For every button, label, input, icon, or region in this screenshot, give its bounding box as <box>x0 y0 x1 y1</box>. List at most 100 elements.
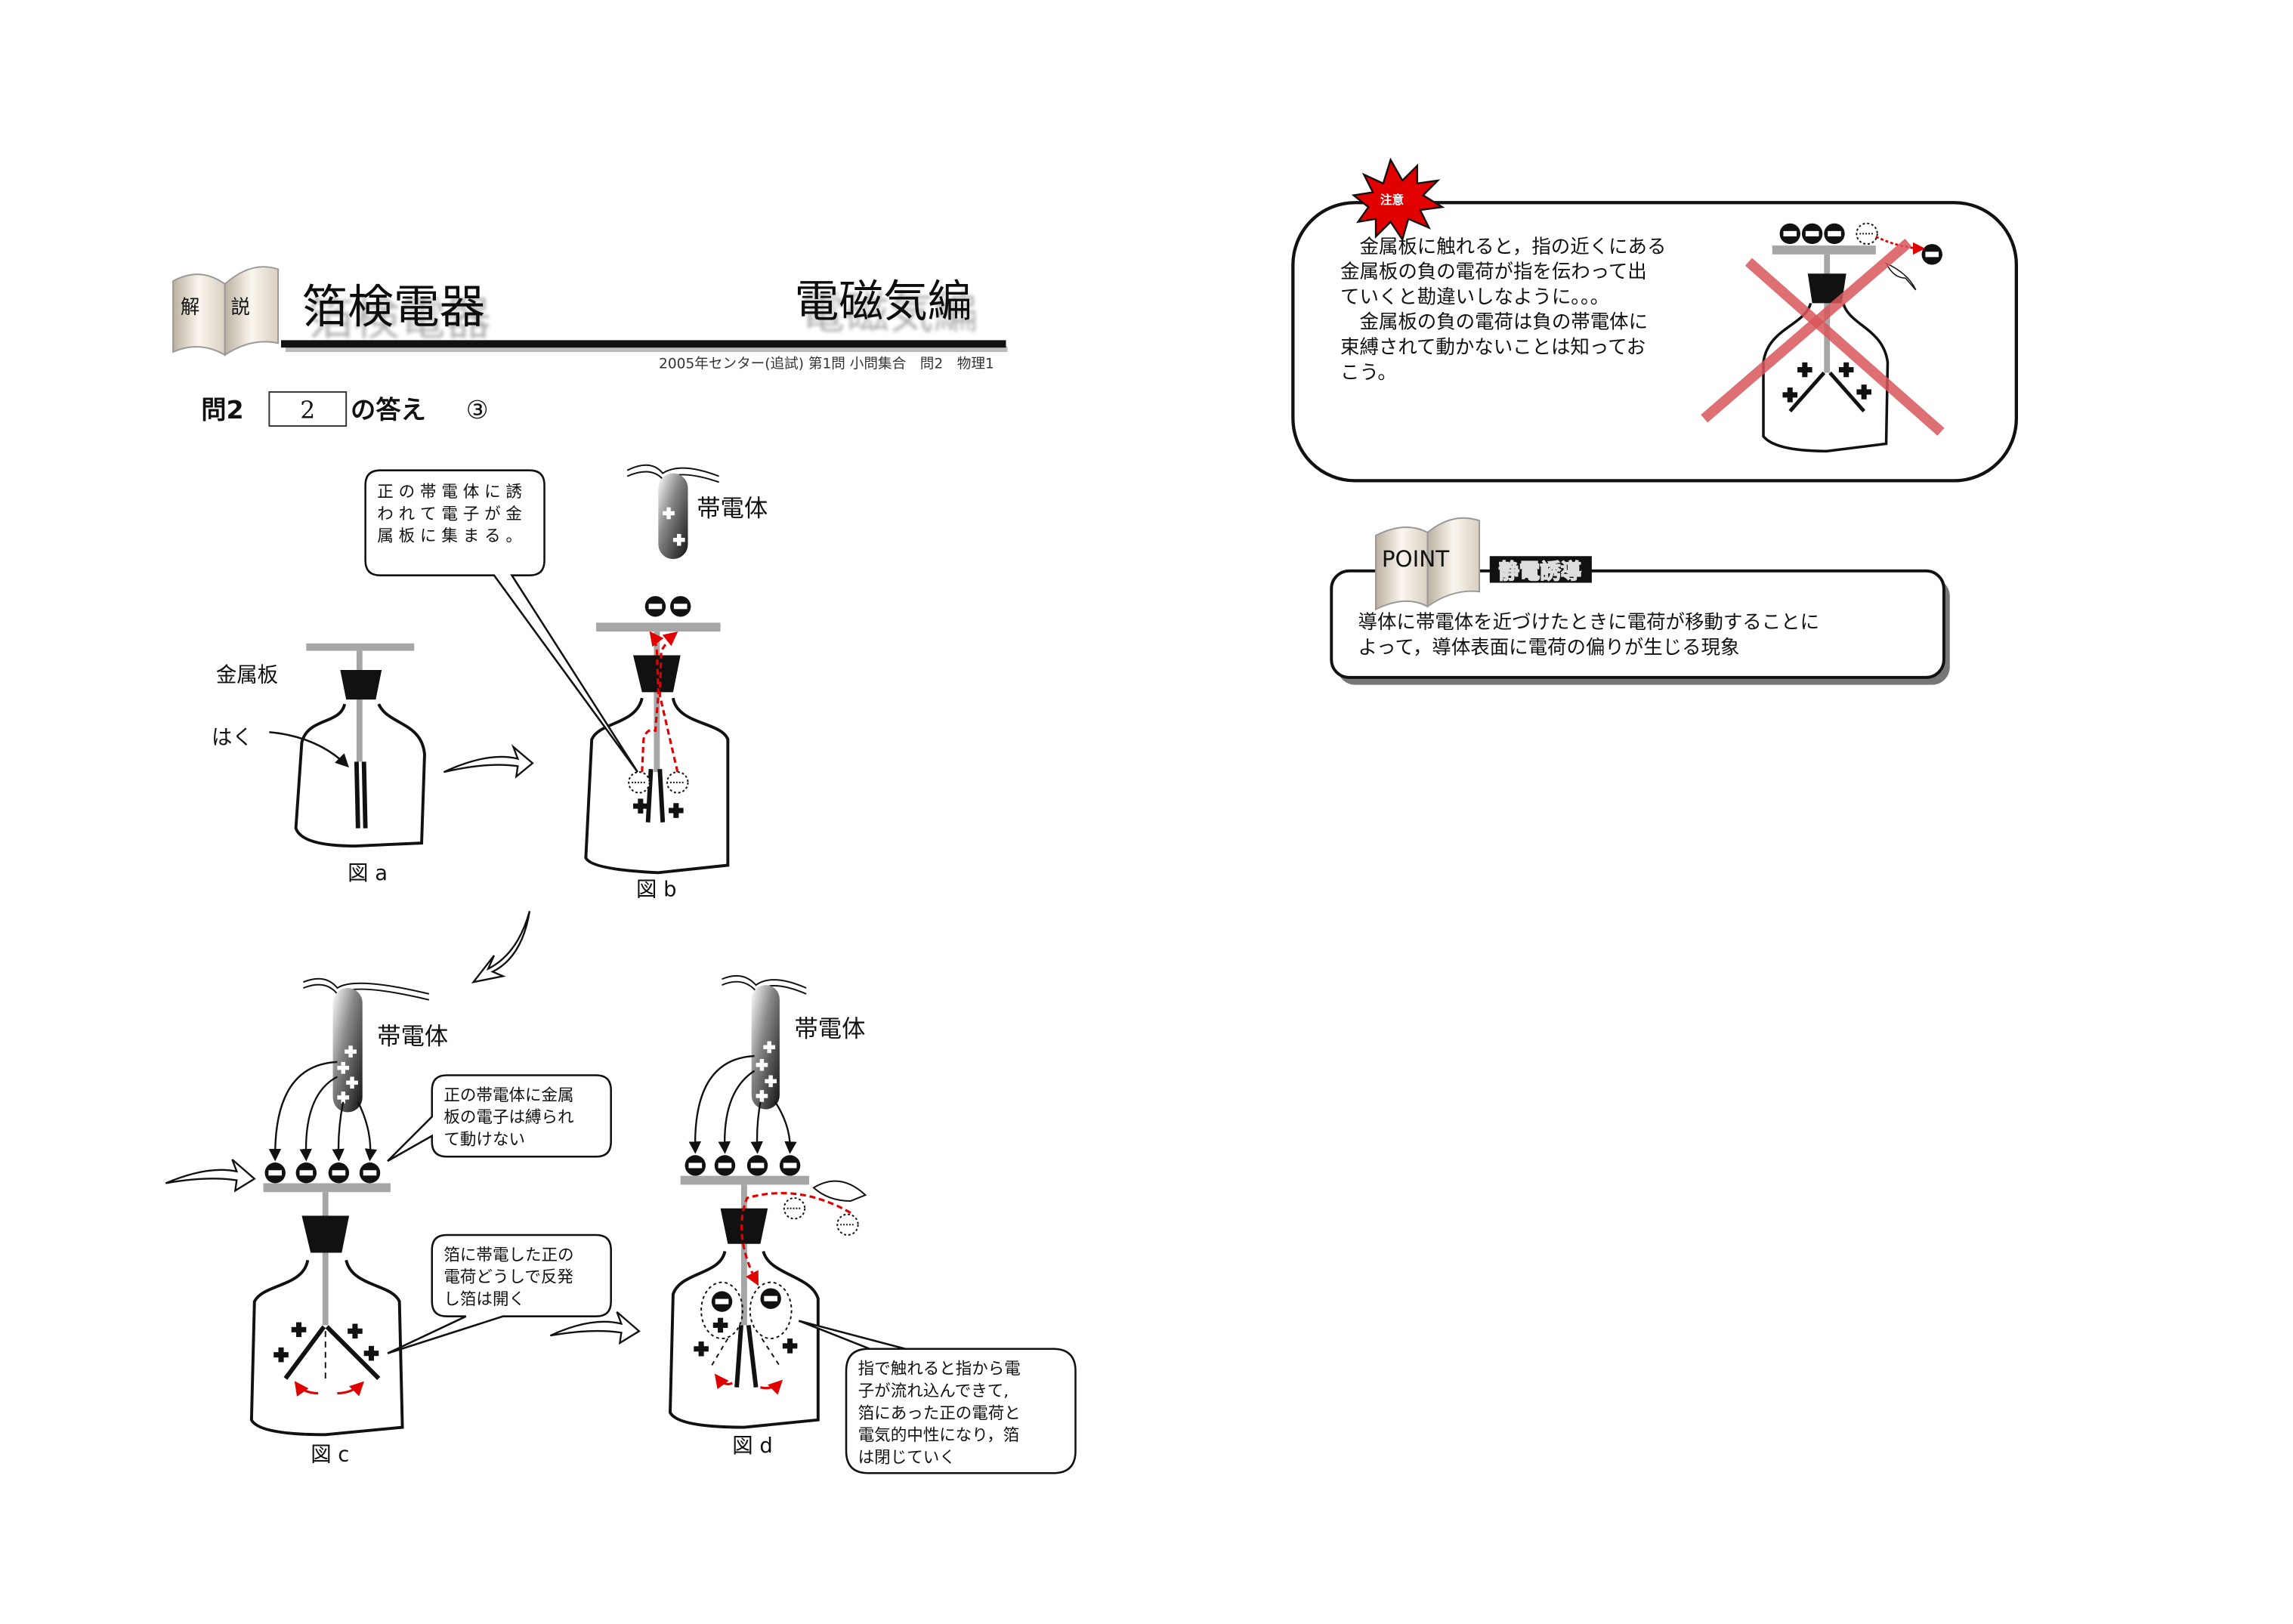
wire <box>626 464 719 477</box>
category-title: 電磁気編 <box>794 275 972 327</box>
dotted-minus-icon <box>836 1213 859 1236</box>
figure-a: 金属板 はく 図 a <box>212 643 426 885</box>
leaf <box>325 1325 381 1381</box>
closing-arrow <box>760 1379 783 1395</box>
callout-text: 箔に帯電した正の 電荷どうしで反発 し箔は開く <box>443 1246 579 1309</box>
caution-text: 金属板に触れると，指の近くにある 金属板の負の電荷が指を伝わって出 ていくと勘違… <box>1340 236 1673 384</box>
dotted-minus-icon <box>666 771 689 794</box>
plus-charge-icon <box>633 798 648 814</box>
step-arrow-icon <box>471 910 531 983</box>
stopper <box>720 1208 768 1244</box>
caution-frame <box>1291 201 2018 483</box>
repel-arrow <box>337 1381 364 1397</box>
step-arrow-icon <box>549 1311 641 1345</box>
point-frame <box>1330 569 1945 679</box>
previous-leaf-position <box>761 1338 782 1369</box>
minus-charge-icon <box>644 596 666 617</box>
plus-charge-icon <box>694 1341 709 1357</box>
attraction-arrows <box>688 1054 797 1154</box>
leaf <box>734 1325 743 1388</box>
minus-charge-icon <box>1921 244 1942 265</box>
finger-icon <box>1884 261 1917 291</box>
title-rule-shadow <box>285 346 1008 353</box>
leaf <box>354 761 360 829</box>
dotted-minus-icon <box>783 1197 806 1220</box>
stopper <box>340 670 382 700</box>
electron-path-arrow <box>641 631 664 773</box>
bottle <box>1762 302 1890 452</box>
metal-plate <box>1772 245 1876 255</box>
minus-charge-icon <box>714 1155 736 1176</box>
figure-d: 帯電体 指で触れると指から電 <box>669 974 1077 1474</box>
answer-value: ③ <box>466 395 489 425</box>
neutralization-ellipse <box>700 1281 743 1340</box>
plus-charge-icon <box>712 1317 728 1333</box>
figure-b: 帯電体 正 の 帯 電 体 に 誘 わ れ て 電 子 が 金 属 板 に 集 … <box>364 464 768 902</box>
minus-charge-icon <box>1801 223 1823 245</box>
rod-label: 帯電体 <box>697 495 768 522</box>
book-icon: 解 説 <box>172 266 280 357</box>
leaf <box>657 769 666 823</box>
stem <box>356 650 363 762</box>
figure-caption: 図 d <box>732 1434 773 1458</box>
bottle <box>669 1250 820 1429</box>
book-tab-right: 説 <box>230 296 249 319</box>
wire <box>303 977 430 995</box>
answer-box <box>268 391 348 427</box>
leaf <box>645 769 654 823</box>
minus-charge-icon <box>670 596 691 617</box>
leaf <box>1788 371 1826 412</box>
step-arrow-icon <box>443 744 534 779</box>
leaf <box>1828 371 1865 412</box>
minus-charge-icon <box>359 1162 381 1184</box>
callout-text: 正 の 帯 電 体 に 誘 わ れ て 電 子 が 金 属 板 に 集 ま る … <box>377 483 527 546</box>
point-text: 導体に帯電体を近づけたときに電荷が移動することに よって，導体表面に電荷の偏りが… <box>1358 611 1826 659</box>
wire <box>722 974 807 989</box>
title-rule <box>281 340 1006 348</box>
point-box: POINT 静電誘導 導体に帯電体を近づけたときに電荷が移動することに よって，… <box>1330 517 1950 685</box>
metal-plate <box>596 622 721 632</box>
header: 解 説 箔検電器 電磁気編 2005年センター(追試) 第1問 小問集合 問2 … <box>172 266 1008 372</box>
minus-charge-icon <box>779 1155 801 1176</box>
caution-badge: 注意 <box>1380 193 1404 207</box>
term-text: 静電誘導 <box>1499 560 1582 584</box>
page-title: 箔検電器 <box>301 281 485 334</box>
plate-label: 金属板 <box>216 664 278 687</box>
plus-charge-icon <box>273 1347 289 1363</box>
cross-mark-icon <box>1701 238 1912 423</box>
bottle <box>584 697 730 875</box>
cross-mark-icon <box>1744 258 1945 436</box>
step-arrow-icon <box>165 1159 256 1193</box>
plus-charge-icon <box>782 1338 798 1354</box>
plus-charge-icon <box>669 803 684 818</box>
minus-charge-icon <box>1824 223 1845 245</box>
term-badge <box>1489 556 1592 583</box>
rod-label: 帯電体 <box>794 1016 865 1043</box>
minus-charge-icon <box>1779 223 1800 245</box>
book-tab-left: 解 <box>181 296 199 319</box>
minus-charge-icon <box>711 1291 733 1312</box>
point-book-icon: POINT <box>1375 517 1481 611</box>
callout <box>798 1320 1077 1474</box>
figure-c: 帯電体 正の帯電体に金属 板の電子は縛られ て動けない <box>249 977 612 1467</box>
neutralization-ellipse <box>749 1281 793 1340</box>
rod-label: 帯電体 <box>377 1023 448 1050</box>
source-text: 2005年センター(追試) 第1問 小問集合 問2 物理1 <box>659 357 994 372</box>
leaf <box>746 1325 759 1388</box>
callout-text: 指で触れると指から電 子が流れ込んできて, 箔にあった正の電荷と 電気的中性にな… <box>858 1360 1026 1467</box>
callout <box>387 1074 612 1162</box>
closing-arrow <box>714 1373 734 1390</box>
minus-charge-icon <box>760 1288 781 1309</box>
charged-rod <box>658 473 688 560</box>
plus-charge-icon <box>348 1323 363 1339</box>
bottle <box>294 703 426 848</box>
question-label: 問2 <box>201 395 243 425</box>
minus-charge-icon <box>685 1155 706 1176</box>
leaf-label: はく <box>212 726 253 749</box>
repel-arrow <box>294 1381 319 1397</box>
wire <box>303 983 430 1001</box>
finger-icon <box>812 1180 867 1202</box>
minus-charge-icon <box>746 1155 768 1176</box>
metal-plate <box>306 643 415 651</box>
